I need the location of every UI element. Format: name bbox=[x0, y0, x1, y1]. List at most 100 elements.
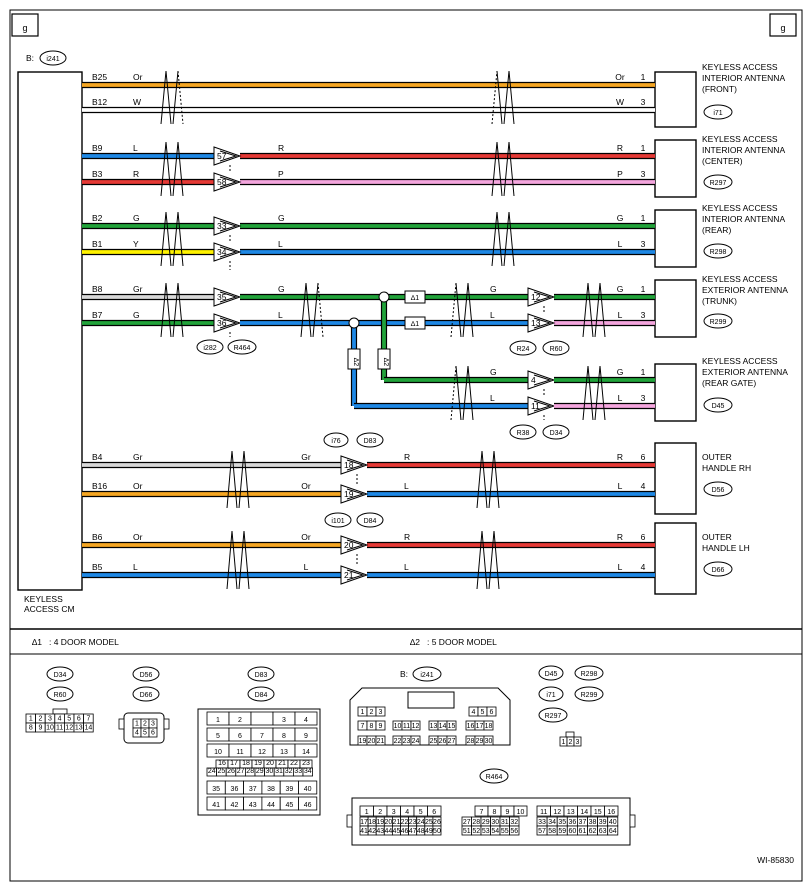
break-e1-a bbox=[450, 365, 457, 421]
wire-5-pin: B1 bbox=[92, 239, 103, 249]
conn-r297-label-oval bbox=[538, 707, 568, 723]
break-g2-d bbox=[493, 530, 500, 590]
wire-8-end-color: G bbox=[617, 367, 624, 377]
break-d4-c bbox=[594, 282, 601, 338]
note-star1-mark: ∆1 bbox=[32, 637, 42, 647]
wire-12-color: Or bbox=[133, 532, 143, 542]
wire-8-seg2-color: G bbox=[490, 367, 497, 377]
wire-9-endpin: 3 bbox=[641, 393, 646, 403]
joint-58-inner bbox=[219, 176, 238, 188]
break-e2-a bbox=[582, 365, 589, 421]
conn-r464-pin: 61 bbox=[579, 828, 587, 835]
conn-i241-pin: 22 bbox=[394, 738, 402, 745]
conn-i241-pin: 18 bbox=[485, 723, 493, 730]
wire-10-seg2-color: R bbox=[404, 452, 410, 462]
device-center-connector: R297 bbox=[710, 180, 727, 187]
conn-r464-pin: 40 bbox=[609, 819, 617, 826]
break-c1-c bbox=[172, 211, 179, 267]
conn-r60-label-oval bbox=[46, 686, 74, 702]
wire-1-pin: B12 bbox=[92, 97, 107, 107]
outer-frame bbox=[9, 9, 803, 882]
break-e2-d bbox=[599, 365, 606, 421]
device-outer-handle-rh-connector: D56 bbox=[712, 487, 725, 494]
conn-d34-pin: 4 bbox=[58, 716, 62, 723]
break-d2-b bbox=[305, 282, 312, 338]
conn-d83-pin: 42 bbox=[231, 802, 239, 809]
wire-11-pin: B16 bbox=[92, 481, 107, 491]
wire-6-endpin: 1 bbox=[641, 284, 646, 294]
joint-34-label: 34 bbox=[217, 247, 227, 257]
device-center-line1: KEYLESS ACCESS bbox=[702, 134, 778, 144]
device-trunk-line3: (TRUNK) bbox=[702, 296, 737, 306]
wire-13-seg2-color: L bbox=[404, 562, 409, 572]
joint-18-inner bbox=[346, 459, 365, 471]
wire-6-pin: B8 bbox=[92, 284, 103, 294]
device-box-trunk bbox=[654, 279, 697, 338]
conn-r464-pin: 8 bbox=[493, 809, 497, 816]
wire-3-endpin: 3 bbox=[641, 169, 646, 179]
break-f1-a bbox=[226, 450, 233, 509]
conn-d83-pin: 26 bbox=[227, 768, 235, 775]
jc-i76-oval bbox=[323, 432, 349, 448]
conn-r464-pin: 39 bbox=[599, 819, 607, 826]
wire-10-mid-color: Gr bbox=[301, 452, 311, 462]
wire-8-endpin: 1 bbox=[641, 367, 646, 377]
break-f2-a bbox=[476, 450, 483, 509]
conn-i241-pin: 10 bbox=[394, 723, 402, 730]
conn-r464-pin: 35 bbox=[558, 819, 566, 826]
conn-r298-label-oval bbox=[574, 665, 604, 681]
conn-d83-pin: 22 bbox=[290, 760, 298, 767]
joint-20-label: 20 bbox=[344, 540, 354, 550]
break-f2-b bbox=[481, 450, 488, 509]
conn-d34-pin: 7 bbox=[86, 716, 90, 723]
corner-label-left: g bbox=[22, 23, 27, 33]
device-front-connector-oval bbox=[703, 104, 733, 120]
break-g2-c bbox=[488, 530, 495, 590]
jc-i282-oval bbox=[196, 339, 224, 355]
conn-d34-pin: 12 bbox=[65, 725, 73, 732]
conn-r60-label: R60 bbox=[54, 692, 67, 699]
wire-9-end-color: L bbox=[618, 393, 623, 403]
conn-d45-pin: 2 bbox=[569, 739, 573, 746]
wire-13-color: L bbox=[133, 562, 138, 572]
conn-d45-cell bbox=[573, 736, 582, 747]
conn-i241-pin: 24 bbox=[412, 738, 420, 745]
break-b2-c bbox=[503, 141, 510, 197]
device-center-line2: INTERIOR ANTENNA bbox=[702, 145, 785, 155]
conn-d34-pin: 13 bbox=[75, 725, 83, 732]
conn-i241-pin: 2 bbox=[370, 709, 374, 716]
conn-d66-label: D66 bbox=[140, 692, 153, 699]
conn-r464-pin: 55 bbox=[501, 828, 509, 835]
joint-33-label: 33 bbox=[217, 221, 227, 231]
conn-r464-pin: 4 bbox=[405, 809, 409, 816]
break-a2-d bbox=[508, 70, 515, 125]
conn-r464-latch-l bbox=[346, 814, 353, 828]
conn-d34-cell bbox=[83, 722, 94, 733]
module-name-line1: KEYLESS bbox=[24, 594, 63, 604]
conn-r464-pin: 51 bbox=[463, 828, 471, 835]
wire-12-pin: B6 bbox=[92, 532, 103, 542]
conn-r464-pin: 2 bbox=[378, 809, 382, 816]
break-e1-c bbox=[462, 365, 469, 421]
jc-r24-oval bbox=[509, 340, 537, 356]
conn-i241-cell bbox=[483, 720, 494, 731]
conn-r464-pin: 28 bbox=[472, 819, 480, 826]
device-front-line2: INTERIOR ANTENNA bbox=[702, 73, 785, 83]
break-c1-b bbox=[165, 211, 172, 267]
joint-58-label: 58 bbox=[217, 177, 227, 187]
break-d1-b bbox=[165, 282, 172, 338]
conn-i241-pin: 28 bbox=[467, 738, 475, 745]
splice-star1-top-box bbox=[404, 290, 426, 304]
conn-d34-pin: 3 bbox=[48, 716, 52, 723]
conn-r464-pin: 17 bbox=[360, 819, 368, 826]
conn-d83-pin: 21 bbox=[278, 760, 286, 767]
conn-r298-label: R298 bbox=[581, 671, 598, 678]
break-f2-d bbox=[493, 450, 500, 509]
break-d3-d bbox=[467, 282, 474, 338]
conn-r464-pin: 58 bbox=[548, 828, 556, 835]
conn-r464-pin: 19 bbox=[376, 819, 384, 826]
conn-r464-pin: 24 bbox=[417, 819, 425, 826]
wire-12-end-color: R bbox=[617, 532, 623, 542]
device-outer-handle-rh-line2: HANDLE RH bbox=[702, 463, 751, 473]
